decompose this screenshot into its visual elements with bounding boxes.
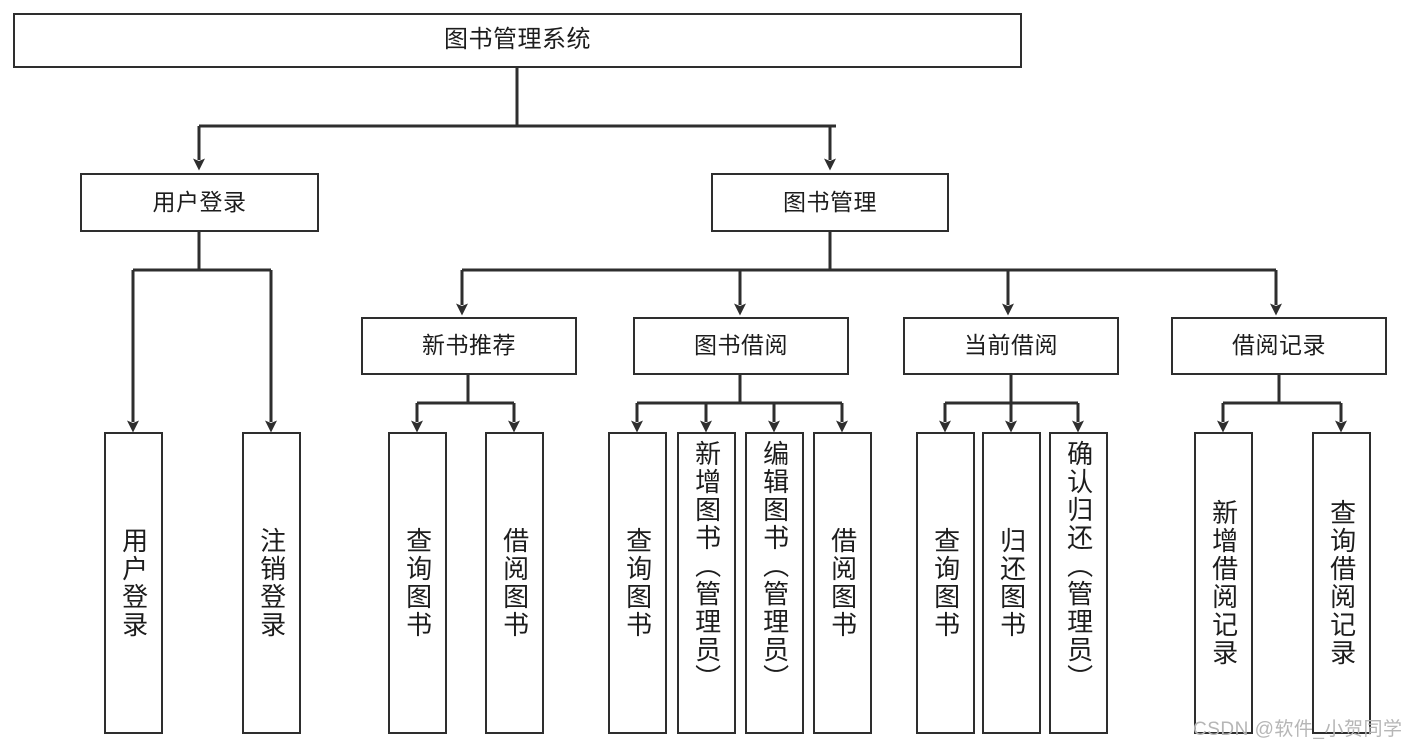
- csdn-watermark: CSDN @软件_小贺同学: [1193, 719, 1403, 740]
- node-book-management[interactable]: 图书管理: [711, 173, 949, 232]
- leaf-query-book-1[interactable]: 查询图书: [388, 432, 447, 734]
- node-root-label: 图书管理系统: [444, 26, 591, 54]
- node-user-login[interactable]: 用户登录: [80, 173, 319, 232]
- leaf-query-book-1-label: 查询图书: [402, 527, 433, 639]
- leaf-return-book[interactable]: 归还图书: [982, 432, 1041, 734]
- leaf-confirm-return-label: 确认归还（管理员）: [1063, 440, 1094, 692]
- node-book-borrow-label: 图书借阅: [694, 332, 788, 359]
- leaf-query-book-2-label: 查询图书: [622, 527, 653, 639]
- leaf-add-record-label: 新增借阅记录: [1208, 499, 1239, 667]
- leaf-user-logout-label: 注销登录: [256, 527, 287, 639]
- leaf-user-login[interactable]: 用户登录: [104, 432, 163, 734]
- leaf-query-record[interactable]: 查询借阅记录: [1312, 432, 1371, 734]
- node-book-management-label: 图书管理: [783, 188, 877, 215]
- node-book-borrow[interactable]: 图书借阅: [633, 317, 849, 375]
- leaf-return-book-label: 归还图书: [996, 527, 1027, 639]
- leaf-edit-book[interactable]: 编辑图书（管理员）: [745, 432, 804, 734]
- node-borrow-record-label: 借阅记录: [1232, 332, 1326, 359]
- leaf-add-book[interactable]: 新增图书（管理员）: [677, 432, 736, 734]
- node-borrow-record[interactable]: 借阅记录: [1171, 317, 1387, 375]
- leaf-add-book-label: 新增图书（管理员）: [691, 440, 722, 692]
- node-user-login-label: 用户登录: [152, 188, 247, 215]
- leaf-query-book-2[interactable]: 查询图书: [608, 432, 667, 734]
- leaf-query-record-label: 查询借阅记录: [1326, 499, 1357, 667]
- leaf-query-book-3-label: 查询图书: [930, 527, 961, 639]
- node-current-borrow[interactable]: 当前借阅: [903, 317, 1119, 375]
- leaf-user-login-label: 用户登录: [118, 527, 149, 639]
- leaf-user-logout[interactable]: 注销登录: [242, 432, 301, 734]
- leaf-borrow-book-1[interactable]: 借阅图书: [485, 432, 544, 734]
- leaf-add-record[interactable]: 新增借阅记录: [1194, 432, 1253, 734]
- leaf-query-book-3[interactable]: 查询图书: [916, 432, 975, 734]
- leaf-borrow-book-2[interactable]: 借阅图书: [813, 432, 872, 734]
- leaf-confirm-return[interactable]: 确认归还（管理员）: [1049, 432, 1108, 734]
- leaf-edit-book-label: 编辑图书（管理员）: [759, 440, 790, 692]
- node-current-borrow-label: 当前借阅: [964, 332, 1058, 359]
- node-root[interactable]: 图书管理系统: [13, 13, 1022, 68]
- leaf-borrow-book-2-label: 借阅图书: [827, 527, 858, 639]
- node-new-book-recommend[interactable]: 新书推荐: [361, 317, 577, 375]
- node-new-book-recommend-label: 新书推荐: [422, 332, 516, 359]
- leaf-borrow-book-1-label: 借阅图书: [499, 527, 530, 639]
